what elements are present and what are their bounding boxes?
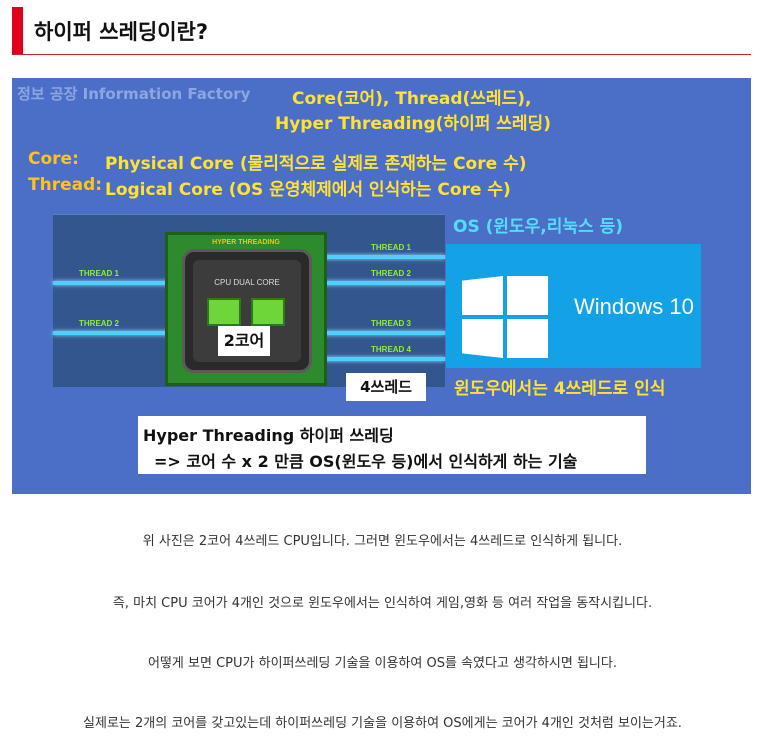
cpu-chip-icon: HYPER THREADING CPU DUAL CORE bbox=[165, 232, 327, 386]
chip-top-label: HYPER THREADING bbox=[212, 239, 280, 246]
thread-lane-label: THREAD 2 bbox=[79, 319, 120, 328]
thread-lane bbox=[53, 331, 175, 335]
windows-logo-icon bbox=[462, 276, 548, 358]
thread-lane-label: THREAD 2 bbox=[371, 269, 412, 278]
core-term: Core: bbox=[28, 149, 79, 169]
core-die-icon bbox=[207, 298, 241, 326]
thread-lane-label: THREAD 1 bbox=[79, 269, 120, 278]
threads-label: 4쓰레드 bbox=[346, 373, 426, 401]
core-definition: Physical Core (물리적으로 실제로 존재하는 Core 수) bbox=[105, 154, 527, 174]
diagram-headline-line2: Hyper Threading(하이퍼 쓰레딩) bbox=[275, 114, 551, 134]
diagram-headline-line1: Core(코어), Thread(쓰레드), bbox=[292, 89, 532, 109]
thread-lane-label: THREAD 3 bbox=[371, 319, 412, 328]
os-label: OS (윈도우,리눅스 등) bbox=[453, 217, 624, 237]
chip-label: CPU DUAL CORE bbox=[214, 278, 280, 287]
thread-lane-label: THREAD 1 bbox=[371, 243, 412, 252]
thread-lane-label: THREAD 4 bbox=[371, 345, 412, 354]
paragraph: 어떻게 보면 CPU가 하이퍼쓰레딩 기술을 이용하여 OS를 속였다고 생각하… bbox=[148, 656, 617, 671]
paragraph: 실제로는 2개의 코어를 갖고있는데 하이퍼쓰레딩 기술을 이용하여 OS에게는… bbox=[83, 716, 682, 731]
paragraph: 즉, 마치 CPU 코어가 4개인 것으로 윈도우에서는 인식하여 게임,영화 … bbox=[112, 596, 653, 611]
core-die-icon bbox=[251, 298, 285, 326]
thread-lane bbox=[321, 331, 445, 335]
thread-lane bbox=[321, 255, 445, 259]
thread-lane bbox=[321, 281, 445, 285]
hyperthreading-diagram-image: 정보 공장 Information Factory Core(코어), Thre… bbox=[12, 78, 751, 494]
windows-panel: Windows 10 bbox=[446, 244, 701, 368]
summary-line2: => 코어 수 x 2 만큼 OS(윈도우 등)에서 인식하게 하는 기술 bbox=[154, 452, 578, 471]
section-heading: 하이퍼 쓰레딩이란? bbox=[12, 7, 751, 55]
summary-line1: Hyper Threading 하이퍼 쓰레딩 bbox=[143, 426, 394, 445]
cores-label: 2코어 bbox=[218, 326, 270, 356]
thread-term: Thread: bbox=[28, 175, 103, 195]
windows-label: Windows 10 bbox=[574, 294, 694, 319]
thread-lane bbox=[53, 281, 175, 285]
thread-lane bbox=[321, 357, 445, 361]
heading-accent-bar bbox=[12, 7, 23, 54]
paragraph: 위 사진은 2코어 4쓰레드 CPU입니다. 그러면 윈도우에서는 4쓰레드로 … bbox=[142, 534, 623, 549]
windows-caption: 윈도우에서는 4쓰레드로 인식 bbox=[454, 379, 666, 399]
watermark: 정보 공장 Information Factory bbox=[17, 85, 251, 103]
page-title: 하이퍼 쓰레딩이란? bbox=[34, 20, 209, 44]
thread-definition: Logical Core (OS 운영체제에서 인식하는 Core 수) bbox=[105, 180, 511, 200]
summary-box: Hyper Threading 하이퍼 쓰레딩 => 코어 수 x 2 만큼 O… bbox=[138, 416, 646, 474]
